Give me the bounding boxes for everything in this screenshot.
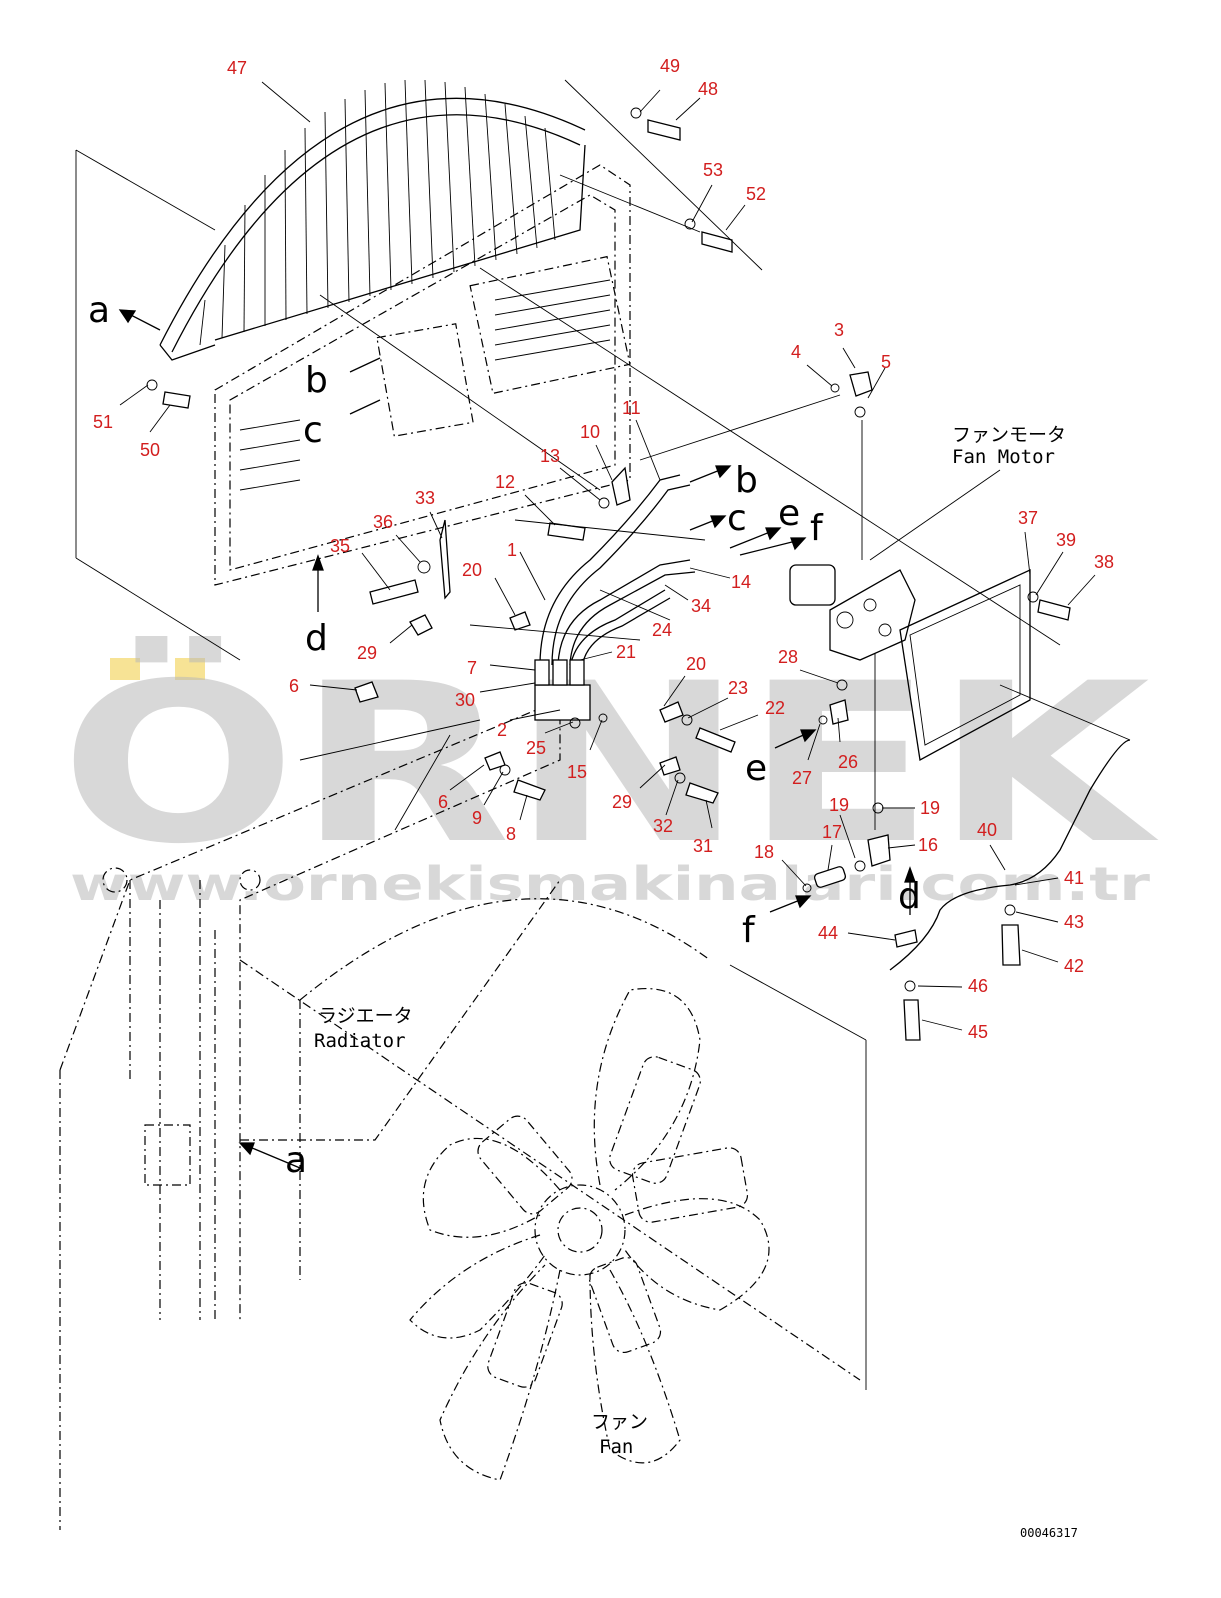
- ref-letter-d-panel: d: [305, 618, 328, 659]
- part-number-36: 36: [373, 512, 393, 532]
- radiator-caption-jp: ラジエータ: [318, 1005, 413, 1027]
- part-number-46: 46: [968, 976, 988, 996]
- part-number-labels: 47 49 48 53 52 51 50 3 4 5 11 10 13 12 3…: [93, 56, 1114, 1042]
- fan-motor: [789, 371, 916, 888]
- part-number-37: 37: [1018, 508, 1038, 528]
- part-number-12: 12: [495, 472, 515, 492]
- fan-shroud: [214, 164, 631, 586]
- part-number-24: 24: [652, 620, 672, 640]
- watermark-url: www.ornekismakinalari.com.tr: [70, 857, 1150, 911]
- watermark-brand: ÖRNEK: [60, 636, 1160, 892]
- drawing-number: 00046317: [1020, 1526, 1078, 1540]
- part-number-40: 40: [977, 820, 997, 840]
- fan: [409, 988, 770, 1481]
- part-number-38: 38: [1094, 552, 1114, 572]
- ref-letter-c-hose: c: [727, 498, 747, 539]
- part-number-25: 25: [526, 738, 546, 758]
- part-number-26: 26: [838, 752, 858, 772]
- ref-letter-d-fitting: d: [898, 876, 921, 917]
- part-number-11: 11: [622, 398, 641, 418]
- ref-letter-b-hose: b: [735, 460, 758, 501]
- radiator-frame: [59, 699, 861, 1530]
- ref-letter-c-panel: c: [303, 410, 323, 451]
- watermark-accent-left: [110, 658, 140, 680]
- bracket-plate: [899, 568, 1031, 762]
- ref-letter-e-hose: e: [778, 493, 800, 534]
- watermark: ÖRNEK www.ornekismakinalari.com.tr: [60, 636, 1160, 911]
- part-number-15: 15: [567, 762, 587, 782]
- manifold-block: [534, 684, 591, 721]
- part-number-47: 47: [227, 58, 247, 78]
- part-number-27: 27: [792, 768, 812, 788]
- part-number-45: 45: [968, 1022, 988, 1042]
- part-number-22: 22: [765, 698, 785, 718]
- part-number-41: 41: [1064, 868, 1084, 888]
- part-number-29b: 29: [612, 792, 632, 812]
- part-number-50: 50: [140, 440, 160, 460]
- part-number-4: 4: [791, 342, 801, 362]
- part-number-2: 2: [497, 720, 507, 740]
- hoses: [534, 394, 876, 830]
- part-number-10: 10: [580, 422, 600, 442]
- part-number-14: 14: [731, 572, 751, 592]
- fan-caption-en: Fan: [599, 1436, 633, 1458]
- ref-letter-a-top: a: [88, 290, 110, 331]
- elbow-fitting: [849, 371, 873, 397]
- part-number-21: 21: [616, 642, 636, 662]
- part-number-23: 23: [728, 678, 748, 698]
- ref-letter-f-hose: f: [810, 508, 824, 549]
- part-number-48: 48: [698, 79, 718, 99]
- watermark-accent-right: [175, 658, 205, 680]
- part-number-43: 43: [1064, 912, 1084, 932]
- part-number-8: 8: [506, 824, 516, 844]
- part-number-13: 13: [540, 446, 560, 466]
- part-number-5: 5: [881, 352, 891, 372]
- part-number-42: 42: [1064, 956, 1084, 976]
- part-number-33: 33: [415, 488, 435, 508]
- fan-motor-caption-en: Fan Motor: [952, 446, 1055, 468]
- fan-caption-jp: ファン: [591, 1411, 648, 1433]
- part-number-19b: 19: [920, 798, 940, 818]
- part-number-28: 28: [778, 647, 798, 667]
- fan-motor-caption-jp: ファンモータ: [952, 424, 1066, 446]
- part-number-52: 52: [746, 184, 766, 204]
- part-number-1: 1: [507, 540, 517, 560]
- ref-letter-f-fitting: f: [742, 910, 756, 951]
- part-number-16: 16: [918, 835, 938, 855]
- part-number-44: 44: [818, 923, 838, 943]
- part-number-19: 19: [829, 795, 849, 815]
- sensor-harness: [889, 684, 1131, 971]
- part-number-18: 18: [754, 842, 774, 862]
- ref-letter-b-panel: b: [305, 360, 328, 401]
- part-number-49: 49: [660, 56, 680, 76]
- fan-guard: [159, 79, 586, 361]
- radiator-caption-en: Radiator: [314, 1030, 406, 1052]
- elbow-fitting-lower: [867, 834, 891, 867]
- leader-lines: [75, 79, 1096, 1390]
- part-number-35: 35: [330, 536, 350, 556]
- part-number-7: 7: [467, 658, 477, 678]
- fasteners: [146, 107, 1071, 1041]
- part-number-53: 53: [703, 160, 723, 180]
- part-number-9: 9: [472, 808, 482, 828]
- part-number-3: 3: [834, 320, 844, 340]
- part-number-34: 34: [691, 596, 711, 616]
- ref-letter-a-radiator: a: [285, 1140, 307, 1181]
- part-number-39: 39: [1056, 530, 1076, 550]
- reference-letters: a b c d b c e f e f d a: [88, 290, 921, 1181]
- part-number-6: 6: [289, 676, 299, 696]
- part-number-51: 51: [93, 412, 113, 432]
- part-number-32: 32: [653, 816, 673, 836]
- reference-arrows: [118, 309, 916, 1169]
- part-number-29: 29: [357, 643, 377, 663]
- captions: ファンモータ Fan Motor ラジエータ Radiator ファン Fan …: [314, 424, 1078, 1540]
- part-number-17: 17: [822, 822, 842, 842]
- part-number-20b: 20: [686, 654, 706, 674]
- part-number-30: 30: [455, 690, 475, 710]
- part-number-6b: 6: [438, 792, 448, 812]
- ref-letter-e-fitting: e: [745, 748, 767, 789]
- part-number-20: 20: [462, 560, 482, 580]
- part-number-31: 31: [693, 836, 713, 856]
